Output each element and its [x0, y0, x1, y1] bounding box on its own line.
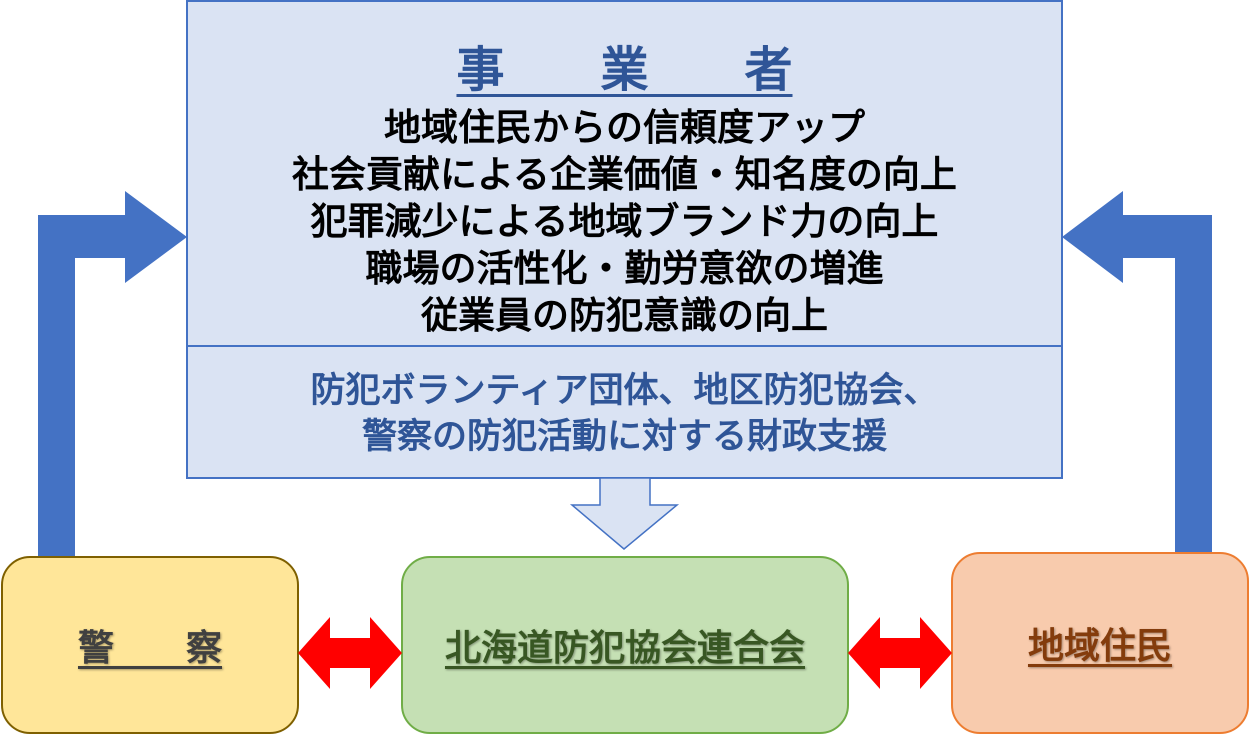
benefit-item: 犯罪減少による地域ブランド力の向上	[310, 200, 939, 243]
police-label: 警 察	[77, 628, 222, 669]
support-line: 警察の防犯活動に対する財政支援	[361, 417, 887, 457]
benefit-item: 従業員の防犯意識の向上	[421, 294, 828, 337]
federation-box	[401, 556, 849, 734]
benefit-item: 職場の活性化・勤労意欲の増進	[365, 247, 884, 290]
business-box	[186, 0, 1063, 479]
double-arrow-right	[848, 617, 952, 689]
benefits-list: 地域住民からの信頼度アップ 社会貢献による企業価値・知名度の向上 犯罪減少による…	[187, 104, 1062, 339]
double-arrow-left	[298, 617, 402, 689]
financial-support: 防犯ボランティア団体、地区防犯協会、 警察の防犯活動に対する財政支援	[187, 368, 1062, 460]
benefit-item: 地域住民からの信頼度アップ	[384, 106, 865, 149]
federation-label: 北海道防犯協会連合会	[444, 628, 805, 669]
support-line: 防犯ボランティア団体、地区防犯協会、	[310, 371, 939, 411]
police-box	[1, 556, 299, 734]
down-arrow	[569, 477, 680, 550]
business-title-text: 事 業 者	[456, 42, 793, 98]
benefit-item: 社会貢献による企業価値・知名度の向上	[292, 153, 957, 196]
residents-label: 地域住民	[1027, 626, 1172, 667]
residents-box	[951, 552, 1249, 734]
business-title: 事 業 者	[187, 30, 1062, 100]
right-up-arrow	[1062, 191, 1212, 553]
left-up-arrow	[38, 191, 187, 556]
